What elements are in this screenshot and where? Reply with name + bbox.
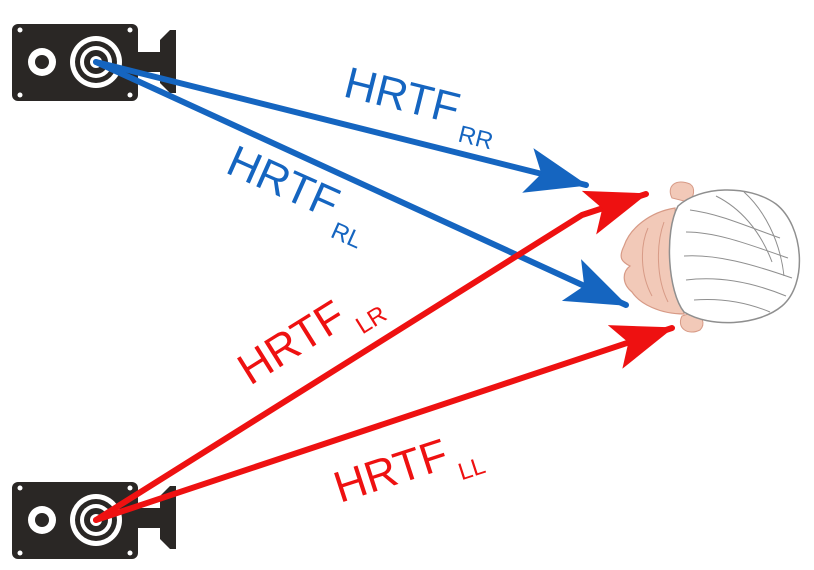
label-hrtf-rl-sub: RL [327, 217, 366, 254]
path-rl-arrow [93, 59, 629, 308]
label-hrtf-ll-main: HRTF [328, 430, 454, 513]
label-hrtf-rr-sub: RR [456, 121, 496, 156]
label-hrtf-ll-sub: LL [455, 452, 489, 486]
path-ll-arrow [93, 325, 675, 523]
path-rr-arrow [93, 59, 589, 193]
label-hrtf-lr-main: HRTF [229, 291, 354, 394]
label-hrtf-rr-main: HRTF [340, 58, 465, 134]
listener-head-icon [620, 181, 801, 333]
label-hrtf-lr-sub: LR [351, 301, 391, 340]
listener-head [620, 181, 801, 333]
path-lr-arrow [93, 190, 649, 523]
